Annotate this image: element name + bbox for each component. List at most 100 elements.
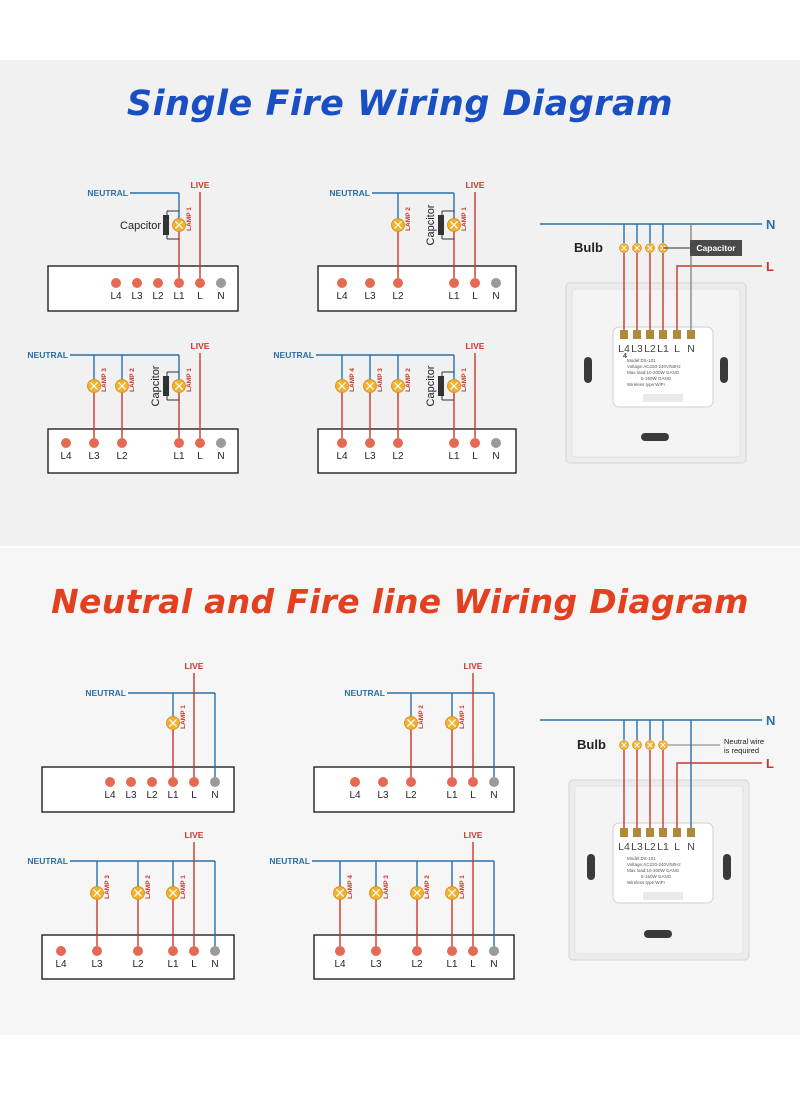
bulb-cross [647, 742, 653, 748]
terminal-label: L4 [349, 790, 361, 801]
l-label: L [766, 259, 774, 274]
capacitor-box-label: Capacitor [696, 243, 736, 253]
terminal-dot [491, 278, 501, 288]
live-label: LIVE [464, 830, 483, 840]
neutral-note: Neutral wire [724, 737, 764, 746]
screw-terminal [673, 828, 681, 837]
lamp-label: LAMP 3 [101, 368, 108, 392]
terminal-dot [365, 438, 375, 448]
device-model: Model:DS-101 [627, 856, 656, 861]
terminal-dot [92, 946, 102, 956]
bulb-cross [621, 245, 627, 251]
terminal-label: L1 [448, 291, 460, 302]
terminal-dot [153, 278, 163, 288]
lamp-label: LAMP 2 [129, 368, 136, 392]
screw-terminal [687, 330, 695, 339]
l-label: L [766, 756, 774, 771]
lamp-label: LAMP 1 [180, 875, 187, 899]
live-wire [676, 265, 680, 330]
terminal-dot [447, 946, 457, 956]
device-terminal-label: L3 [631, 841, 643, 853]
bulb-label: Bulb [574, 240, 603, 255]
device-maxload: Max load:10-200W GANG [627, 868, 680, 873]
live-label: LIVE [191, 180, 210, 190]
terminal-label: N [217, 291, 224, 302]
terminal-dot [56, 946, 66, 956]
device-wireless: Wireless type:WIFI [627, 880, 665, 885]
device-wireless: Wireless type:WIFI [627, 382, 665, 387]
terminal-label: L4 [104, 790, 116, 801]
terminal-label: N [492, 451, 499, 462]
terminal-label: L4 [110, 291, 122, 302]
device-maxload2: 5-150W GANG [641, 376, 672, 381]
switch-box [41, 766, 235, 813]
terminal-label: L [191, 959, 197, 970]
terminal-label: L1 [446, 959, 458, 970]
terminal-dot [210, 777, 220, 787]
capacitor-icon [163, 376, 169, 396]
terminal-dot [117, 438, 127, 448]
lamp-cross [168, 888, 178, 898]
device-badge: 4 [623, 353, 627, 360]
neutral-label: NEUTRAL [87, 188, 128, 198]
lamp-cross [89, 381, 99, 391]
terminal-dot [393, 438, 403, 448]
neutral-label: NEUTRAL [27, 856, 68, 866]
terminal-dot [350, 777, 360, 787]
terminal-dot [195, 438, 205, 448]
capacitor-label: Capcitor [120, 220, 161, 232]
single-fire-title: Single Fire Wiring Diagram [126, 84, 674, 124]
device-terminal-label: L4 [618, 343, 630, 355]
live-label: LIVE [464, 661, 483, 671]
lamp-label: LAMP 3 [383, 875, 390, 899]
lamp-cross [449, 381, 459, 391]
switch-box [313, 934, 515, 980]
device-terminal-label: L2 [644, 343, 656, 355]
neutral-fire-title: Neutral and Fire line Wiring Diagram [51, 582, 749, 621]
terminal-label: L4 [60, 451, 72, 462]
lamp-label: LAMP 2 [405, 368, 412, 392]
mount-slot [584, 357, 592, 383]
lamp-cross [447, 718, 457, 728]
terminal-dot [412, 946, 422, 956]
device-model: Model:DS-101 [627, 358, 656, 363]
lamp-cross [449, 220, 459, 230]
terminal-label: L2 [392, 451, 404, 462]
lamp-label: LAMP 1 [459, 875, 466, 899]
live-label: LIVE [185, 830, 204, 840]
device-maxload2: 5-150W GANG [641, 874, 672, 879]
terminal-dot [335, 946, 345, 956]
terminal-label: L1 [173, 291, 185, 302]
terminal-label: L1 [448, 451, 460, 462]
lamp-cross [117, 381, 127, 391]
terminal-dot [168, 946, 178, 956]
live-wire [676, 762, 680, 828]
terminal-label: L3 [377, 790, 389, 801]
terminal-dot [147, 777, 157, 787]
neutral-label: NEUTRAL [27, 350, 68, 360]
live-label: LIVE [466, 341, 485, 351]
terminal-label: N [211, 790, 218, 801]
lamp-label: LAMP 2 [405, 207, 412, 231]
neutral-label: NEUTRAL [344, 688, 385, 698]
screw-terminal [687, 828, 695, 837]
bulb-cross [660, 742, 666, 748]
terminal-dot [89, 438, 99, 448]
device-maxload: Max load:10-200W GANG [627, 370, 680, 375]
terminal-dot [126, 777, 136, 787]
terminal-dot [365, 278, 375, 288]
lamp-label: LAMP 4 [347, 875, 354, 899]
capacitor-icon [438, 215, 444, 235]
device-terminal-label: N [687, 343, 695, 355]
switch-box [317, 428, 517, 474]
terminal-dot [189, 777, 199, 787]
terminal-dot [449, 438, 459, 448]
terminal-label: L1 [446, 790, 458, 801]
terminal-label: L [197, 291, 203, 302]
terminal-dot [174, 278, 184, 288]
